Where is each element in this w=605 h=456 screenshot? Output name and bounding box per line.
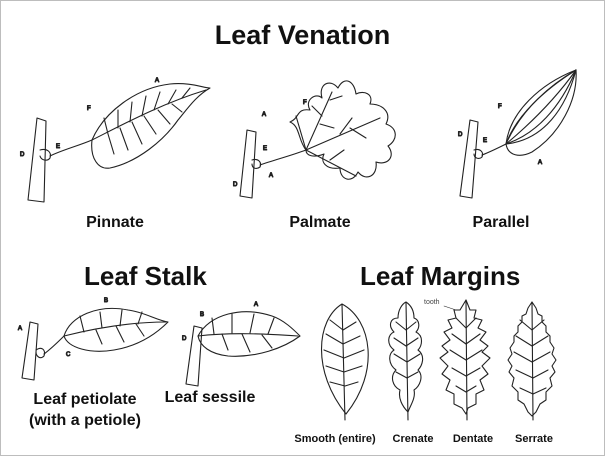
sessile-label-a: A — [254, 302, 258, 308]
leaf-stalk-title: Leaf Stalk — [84, 261, 207, 291]
sessile-label-b: B — [200, 312, 204, 318]
dentate-margin-leaf — [439, 299, 491, 421]
petiolate-caption-line1: Leaf petiolate — [33, 391, 137, 408]
serrate-margin-leaf — [507, 301, 557, 421]
crenate-margin-leaf — [388, 301, 424, 421]
palmate-label-d: D — [233, 182, 238, 188]
parallel-label-a: A — [538, 160, 542, 166]
sessile-label-d: D — [182, 336, 187, 342]
smooth-caption: Smooth (entire) — [294, 433, 376, 445]
palmate-label-a: A — [262, 112, 266, 118]
dentate-caption: Dentate — [452, 433, 494, 445]
pinnate-label-d: D — [20, 152, 25, 158]
pinnate-label-f: F — [87, 106, 91, 112]
sessile-caption: Leaf sessile — [164, 389, 256, 406]
palmate-label-f: F — [303, 100, 307, 106]
smooth-margin-leaf — [320, 303, 369, 421]
crenate-caption: Crenate — [392, 433, 434, 445]
sessile-leaf-drawing — [185, 311, 301, 387]
palmate-label-e: E — [263, 146, 267, 152]
pinnate-caption: Pinnate — [86, 214, 144, 231]
palmate-leaf-drawing — [239, 80, 396, 199]
tooth-label: tooth — [424, 299, 440, 306]
parallel-caption: Parallel — [472, 214, 530, 231]
pinnate-label-e: E — [56, 144, 60, 150]
parallel-label-d: D — [458, 132, 463, 138]
parallel-leaf-drawing — [459, 69, 577, 199]
leaf-venation-title: Leaf Venation — [214, 20, 391, 50]
petiolate-leaf-drawing — [21, 307, 169, 381]
petiolate-label-c: C — [66, 352, 71, 358]
leaf-margins-title: Leaf Margins — [360, 261, 521, 291]
palmate-caption: Palmate — [289, 214, 351, 231]
parallel-label-e: E — [483, 138, 487, 144]
pinnate-label-a: A — [155, 78, 159, 84]
petiolate-label-a: A — [18, 326, 22, 332]
petiolate-caption: Leaf petiolate (with a petiole) — [10, 389, 160, 431]
petiolate-label-b: B — [104, 298, 108, 304]
pinnate-leaf-drawing — [27, 83, 211, 203]
palmate-label-a2: A — [269, 173, 273, 179]
serrate-caption: Serrate — [515, 433, 553, 445]
petiolate-caption-line2: (with a petiole) — [29, 412, 141, 429]
parallel-label-f: F — [498, 104, 502, 110]
